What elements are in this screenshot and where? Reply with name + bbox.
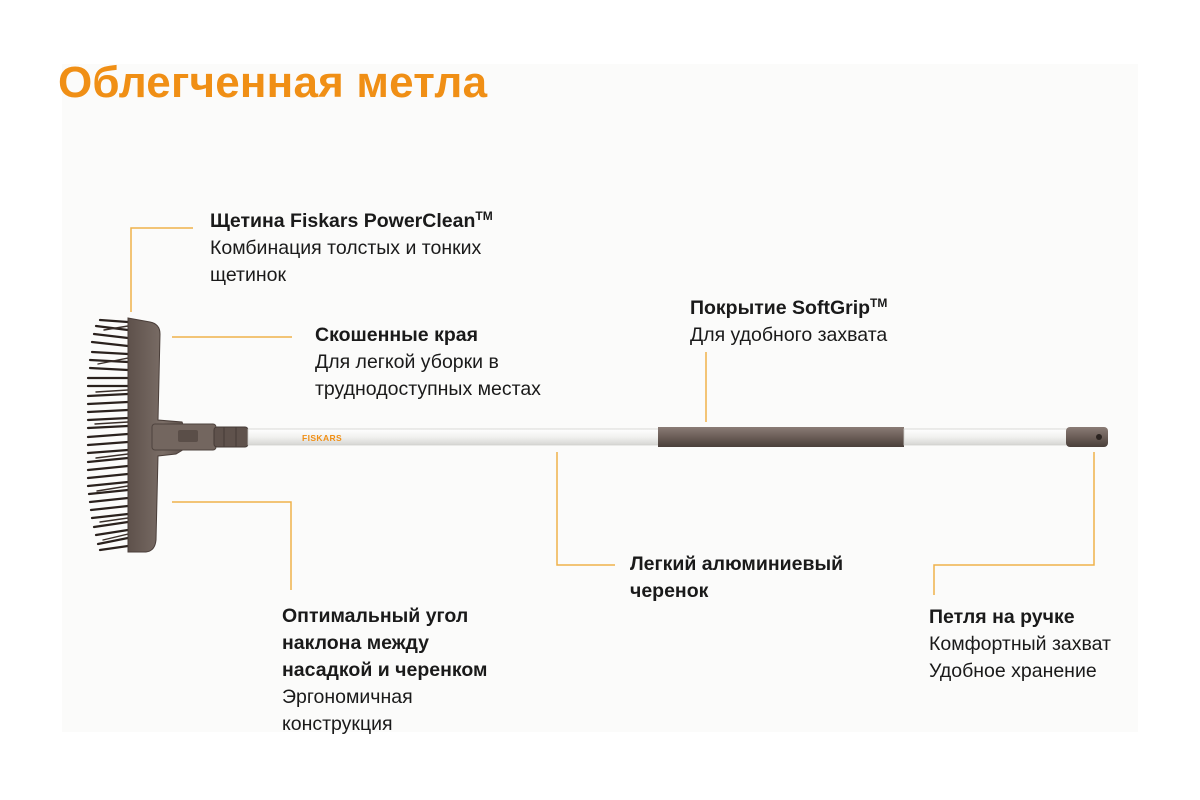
broom-bristles xyxy=(86,318,130,552)
callout-angle-heading: Оптимальный угол xyxy=(282,605,469,627)
callout-bristle-heading: Щетина Fiskars PowerCleanTM xyxy=(210,209,493,232)
callout-loop: Петля на ручке Комфортный захват Удобное… xyxy=(929,604,1169,685)
callout-angle-heading: наклона между xyxy=(282,632,430,654)
callout-edges: Скошенные края Для легкой уборки в трудн… xyxy=(315,322,615,403)
leader-line-bristle xyxy=(130,227,193,312)
callout-loop-heading: Петля на ручке xyxy=(929,606,1075,628)
callout-softgrip-line: Для удобного захвата xyxy=(690,324,888,346)
handle-pole-upper xyxy=(903,428,1069,446)
callout-handle-heading: черенок xyxy=(630,580,709,602)
callout-angle-line: конструкция xyxy=(282,713,393,735)
leader-line-handle xyxy=(556,452,615,566)
callout-handle-heading: Легкий алюминиевый xyxy=(630,553,844,575)
broom-ferrule xyxy=(213,426,249,448)
handle-end-cap xyxy=(1066,427,1108,447)
callout-edges-line: Для легкой уборки в xyxy=(315,351,499,373)
callout-edges-heading: Скошенные края xyxy=(315,324,478,346)
leader-line-loop xyxy=(933,452,1095,595)
callout-angle: Оптимальный угол наклона между насадкой … xyxy=(282,603,582,738)
background-panel xyxy=(62,64,1138,732)
fiskars-logo: FISKARS xyxy=(302,433,342,443)
hanging-loop-hole xyxy=(1096,434,1102,440)
callout-softgrip: Покрытие SoftGripTM Для удобного захвата xyxy=(690,290,990,349)
page-title: Облегченная метла xyxy=(58,58,488,107)
callout-loop-line: Комфортный захват xyxy=(929,633,1111,655)
callout-angle-line: Эргономичная xyxy=(282,686,413,708)
callout-bristle: Щетина Fiskars PowerCleanTM Комбинация т… xyxy=(210,203,540,289)
callout-loop-line: Удобное хранение xyxy=(929,660,1097,682)
leader-lines xyxy=(130,227,1095,595)
callout-handle: Легкий алюминиевый черенок xyxy=(630,551,910,605)
callout-bristle-line: щетинок xyxy=(210,264,286,286)
callout-edges-line: труднодоступных местах xyxy=(315,378,541,400)
callout-angle-heading: насадкой и черенком xyxy=(282,659,488,681)
callout-bristle-line: Комбинация толстых и тонких xyxy=(210,237,482,259)
callout-softgrip-heading: Покрытие SoftGripTM xyxy=(690,296,888,319)
softgrip-section xyxy=(658,427,904,447)
leader-line-angle xyxy=(172,501,292,590)
